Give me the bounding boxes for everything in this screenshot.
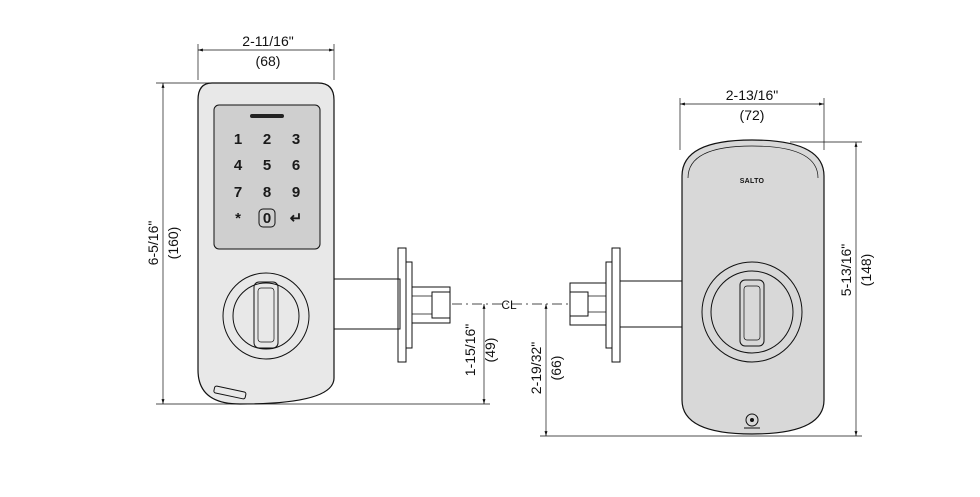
dim-back-offset: 2-19/32" (66) [528,304,752,437]
key-2[interactable]: 2 [263,131,271,148]
key-enter[interactable]: ↵ [290,210,303,227]
back-latch-assembly [569,247,683,363]
back-view: SALTO [569,139,825,435]
dim-back-width: 2-13/16" (72) [679,87,825,150]
dim-front-height: 6-5/16" (160) [145,82,240,405]
back-screw [744,413,760,429]
key-3[interactable]: 3 [292,131,300,148]
back-height-in: 5-13/16" [838,244,854,296]
dim-front-width: 2-11/16" (68) [197,33,335,80]
back-height-mm: (148) [858,254,874,287]
key-0[interactable]: 0 [263,210,271,227]
back-offset-mm: (66) [548,356,564,381]
key-1[interactable]: 1 [234,131,242,148]
back-offset-in: 2-19/32" [528,342,544,394]
key-0-frame [258,208,276,228]
battery-latch [213,385,247,400]
front-latch-assembly [333,247,451,363]
front-thumbturn [222,272,310,360]
brand-logo: SALTO [740,178,765,185]
front-height-in: 6-5/16" [145,221,161,266]
key-8[interactable]: 8 [263,184,271,201]
key-star[interactable]: * [235,210,241,227]
back-thumbturn [701,261,803,363]
keypad-keys: 1 2 3 4 5 6 7 8 9 * 0 ↵ [234,131,303,228]
dim-back-height: 5-13/16" (148) [752,141,874,437]
key-5[interactable]: 5 [263,157,271,174]
back-width-in: 2-13/16" [726,87,778,103]
back-width-mm: (72) [740,107,765,123]
front-height-mm: (160) [165,227,181,260]
key-9[interactable]: 9 [292,184,300,201]
front-width-mm: (68) [256,53,281,69]
keypad-led-bar [250,114,284,118]
centerline: CL [452,298,568,312]
key-4[interactable]: 4 [234,157,243,174]
front-backset-mm: (49) [482,338,498,363]
front-backset-in: 1-15/16" [462,324,478,376]
dim-front-backset: 1-15/16" (49) [240,304,498,405]
back-escutcheon [681,139,825,435]
front-width-in: 2-11/16" [242,33,293,49]
centerline-label: CL [501,298,517,312]
key-7[interactable]: 7 [234,184,242,201]
front-view: 1 2 3 4 5 6 7 8 9 * 0 ↵ [197,82,451,405]
key-6[interactable]: 6 [292,157,300,174]
keypad-panel [213,104,321,250]
